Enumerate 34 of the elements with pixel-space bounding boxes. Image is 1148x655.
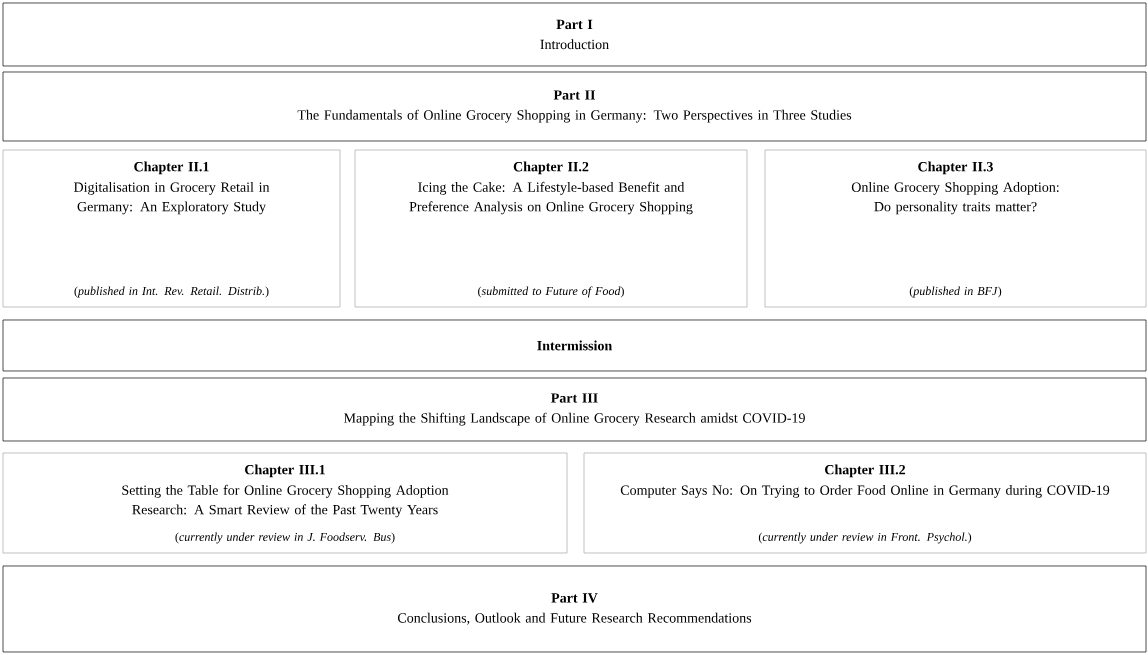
- heading: Chapter III.1: [245, 464, 325, 478]
- chapter-box: [2, 149, 341, 308]
- part-box: [2, 2, 1147, 67]
- chapter-box: [2, 452, 568, 554]
- heading: Part III: [551, 393, 598, 403]
- title-text: The Fundamentals of Online Grocery Shopping in Germany: Two Perspectives in Three Studies: [297, 109, 852, 123]
- title-text: Setting the Table for Online Grocery Shopping Adoption Research: A Smart Review of the Past Twenty Years: [122, 484, 449, 518]
- chapter-box: [354, 149, 748, 308]
- part-box: [2, 565, 1147, 653]
- chapter-box: [583, 452, 1147, 554]
- heading: Chapter II.3: [918, 161, 993, 175]
- heading: Part IV: [551, 593, 598, 603]
- heading: Part II: [553, 90, 595, 100]
- publication-note: (published in BFJ): [909, 286, 1002, 298]
- part-box: [2, 71, 1147, 142]
- title-text: Online Grocery Shopping Adoption: Do personality traits matter?: [851, 182, 1059, 215]
- title-text: Icing the Cake: A Lifestyle-based Benefit and Preference Analysis on Online Grocery Shopping: [409, 181, 693, 215]
- heading: Chapter II.1: [134, 161, 209, 175]
- title-text: Computer Says No: On Trying to Order Food Online in Germany during COVID-19: [620, 485, 1110, 498]
- heading: Chapter III.2: [825, 464, 906, 478]
- heading: Part I: [556, 19, 593, 30]
- heading: Intermission: [537, 340, 612, 351]
- publication-note: (published in Int. Rev. Retail. Distrib.): [74, 286, 269, 298]
- part-box: [2, 377, 1147, 442]
- part-box: [2, 319, 1147, 372]
- title-text: Introduction: [540, 39, 609, 50]
- title-text: Digitalisation in Grocery Retail in Germany: An Exploratory Study: [73, 182, 270, 215]
- chapter-box: [764, 149, 1147, 308]
- publication-note: (currently under review in J. Foodserv. Bus): [175, 532, 395, 544]
- publication-note: (currently under review in Front. Psychol.): [758, 532, 972, 544]
- title-text: Conclusions, Outlook and Future Research Recommendations: [398, 612, 752, 625]
- heading: Chapter II.2: [513, 161, 589, 175]
- publication-note: (submitted to Future of Food): [478, 286, 624, 298]
- title-text: Mapping the Shifting Landscape of Online Grocery Research amidst COVID-19: [343, 412, 805, 426]
